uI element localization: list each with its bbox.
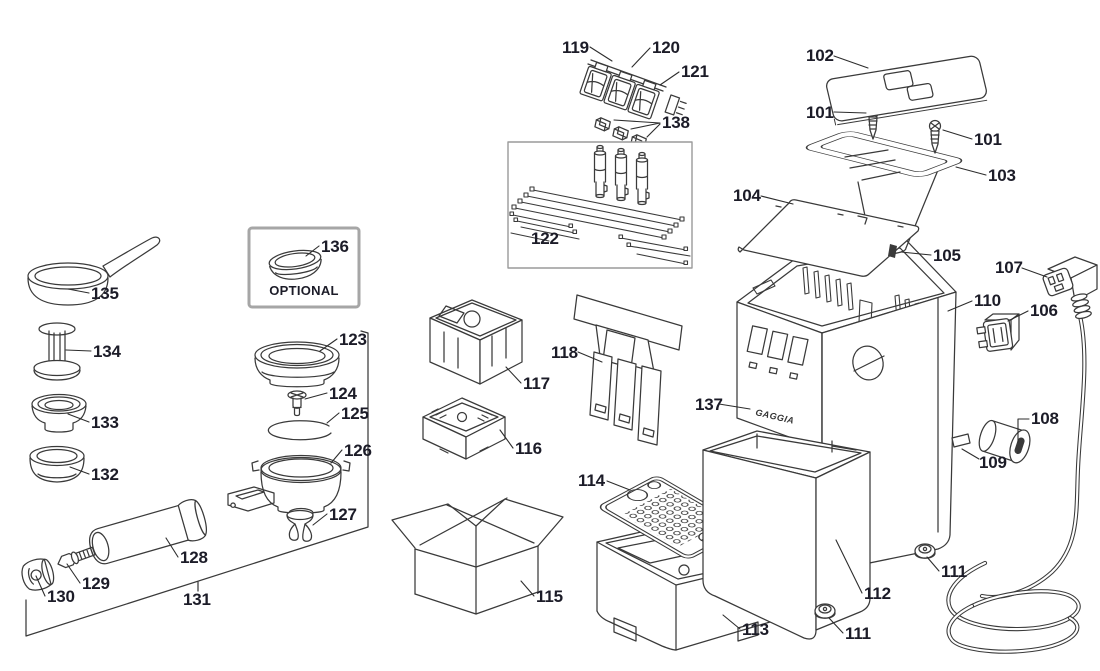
part-label-110: 110	[974, 291, 1001, 310]
part-label-136: 136	[321, 237, 349, 256]
part-label-135: 135	[91, 284, 119, 303]
part-label-111: 111	[845, 624, 871, 643]
screw-drawing	[928, 119, 942, 154]
part-label-101: 101	[974, 130, 1002, 149]
part-label-137: 137	[695, 395, 723, 414]
leader-lines	[35, 46, 1048, 634]
part-label-115: 115	[536, 587, 563, 606]
part-label-130: 130	[47, 587, 75, 606]
part-label-124: 124	[329, 384, 357, 403]
part-label-112: 112	[864, 584, 891, 603]
thermostat-clip-drawing	[888, 244, 897, 258]
measuring-scoop-drawing	[27, 236, 161, 306]
part-label-123: 123	[339, 330, 367, 349]
power-cord-drawing	[946, 313, 1087, 654]
part-label-104: 104	[733, 186, 761, 205]
part-label-109: 109	[979, 453, 1007, 472]
part-label-116: 116	[515, 439, 542, 458]
part-label-128: 128	[180, 548, 208, 567]
part-label-133: 133	[91, 413, 119, 432]
foam-insert-top-drawing	[429, 299, 523, 385]
part-label-120: 120	[652, 38, 680, 57]
part-label-111: 111	[941, 562, 967, 581]
part-label-106: 106	[1030, 301, 1058, 320]
part-label-127: 127	[329, 505, 357, 524]
kit-wires-drawing	[509, 186, 691, 266]
part-label-102: 102	[806, 46, 834, 65]
water-filter-drawing	[978, 419, 1031, 464]
serial-plate-drawing	[951, 433, 971, 448]
filter-basket-two-cup-drawing	[29, 445, 85, 483]
optional-box	[247, 226, 361, 309]
kit-tube-drawing	[593, 144, 608, 199]
part-label-122: 122	[531, 229, 559, 248]
part-label-134: 134	[93, 342, 121, 361]
kit-tube-drawing	[614, 147, 629, 202]
part-label-103: 103	[988, 166, 1016, 185]
part-label-105: 105	[933, 246, 961, 265]
part-label-118: 118	[551, 343, 578, 362]
part-label-129: 129	[82, 574, 110, 593]
part-label-138: 138	[662, 113, 690, 132]
spout-drawing	[286, 509, 314, 542]
crema-filter-basket-drawing	[254, 341, 340, 388]
rubber-foot-drawing	[914, 543, 936, 559]
cardboard-insert-drawing	[573, 294, 683, 446]
power-plug-drawing	[1042, 256, 1098, 320]
crema-valve-drawing	[287, 390, 307, 417]
part-label-125: 125	[341, 404, 369, 423]
top-lid-drawing	[826, 55, 988, 126]
part-label-107: 107	[995, 258, 1023, 277]
handle-end-cap-drawing	[21, 558, 55, 591]
water-tank-drawing	[702, 430, 871, 640]
part-label-101: 101	[806, 103, 834, 122]
filter-basket-one-cup-drawing	[31, 393, 87, 433]
part-label-108: 108	[1031, 409, 1059, 428]
part-label-119: 119	[562, 38, 589, 57]
optional-caption: OPTIONAL	[269, 283, 339, 298]
carton-box-drawing	[391, 497, 564, 615]
part-label-114: 114	[578, 471, 605, 490]
part-label-131: 131	[183, 590, 211, 609]
rubber-foot-drawing	[814, 603, 836, 619]
handle-bolt-drawing	[57, 546, 96, 569]
part-label-132: 132	[91, 465, 119, 484]
inner-panel-drawing	[737, 199, 920, 277]
tamper-drawing	[33, 322, 81, 381]
part-label-113: 113	[742, 620, 769, 639]
power-socket-drawing	[976, 313, 1020, 352]
part-label-121: 121	[681, 62, 709, 81]
foam-insert-bottom-drawing	[422, 397, 506, 460]
kit-tube-drawing	[635, 151, 650, 206]
portafilter-assembly-bracket	[25, 330, 369, 637]
part-label-126: 126	[344, 441, 372, 460]
service-kit-box	[507, 141, 693, 269]
o-ring-drawing	[267, 420, 332, 441]
switch-block-drawing	[579, 59, 687, 120]
part-label-117: 117	[523, 374, 550, 393]
